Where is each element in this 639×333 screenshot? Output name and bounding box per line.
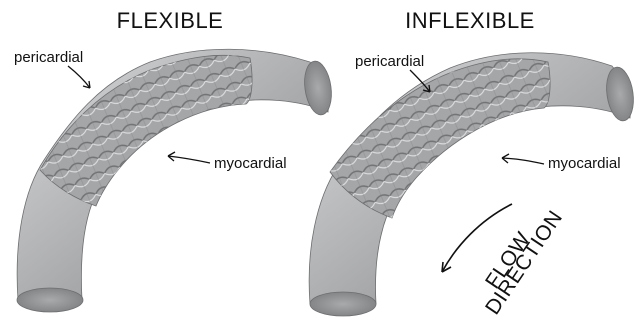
- myocardial-label: myocardial: [214, 155, 287, 172]
- inflexible-panel: INFLEXIBLE pericardial myocardial: [309, 8, 636, 316]
- myocardial-arrow: [168, 156, 210, 163]
- vessel-end-bottom: [310, 292, 376, 316]
- pericardial-label: pericardial: [355, 53, 424, 70]
- panel-title: INFLEXIBLE: [405, 8, 535, 33]
- pericardial-arrow: [68, 66, 90, 88]
- myocardial-arrow: [502, 158, 544, 164]
- vessel-end-bottom: [17, 288, 83, 312]
- flexible-panel: FLEXIBLE pericardial myocardial: [14, 8, 335, 312]
- pericardial-label: pericardial: [14, 49, 83, 66]
- myocardial-label: myocardial: [548, 155, 621, 172]
- panel-title: FLEXIBLE: [117, 8, 224, 33]
- flow-direction: FLOW DIRECTION: [442, 204, 567, 319]
